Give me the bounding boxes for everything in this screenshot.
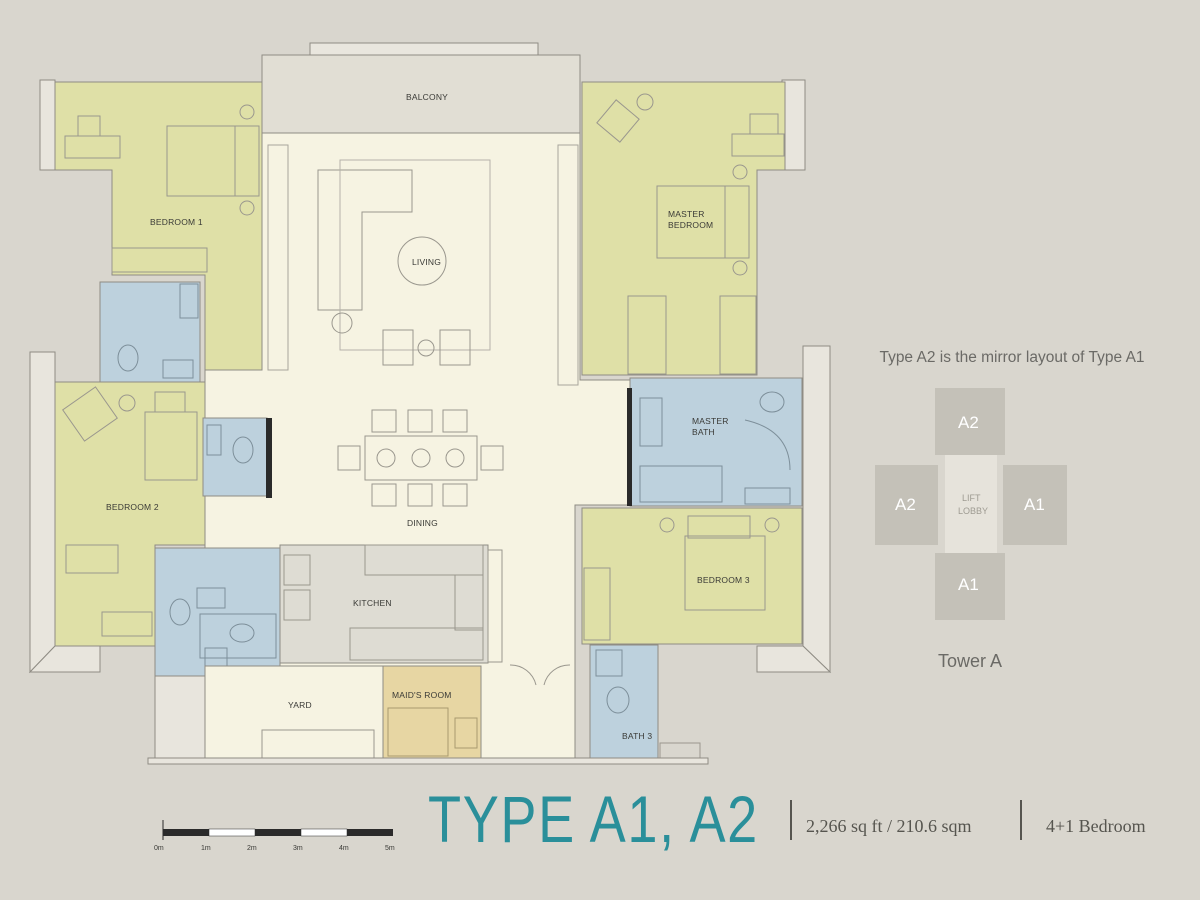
unit-bedrooms: 4+1 Bedroom [1046,816,1146,836]
key-label-top: A2 [958,413,979,432]
balcony-zone: BALCONY [261,42,581,134]
scale-label-1: 1m [201,845,211,852]
side-wings [28,79,832,674]
scale-label-2: 2m [247,845,257,852]
key-label-left: A2 [895,495,916,514]
key-plan-note: Type A2 is the mirror layout of Type A1 [879,349,1145,366]
master-bath-zone: MASTER BATH [627,377,803,507]
spec-divider-1 [790,800,792,840]
unit-type-title: TYPE A1, A2 [428,782,759,856]
room-label-master-bath-l2: BATH [692,427,715,437]
room-label-master-bedroom-l1: MASTER [668,209,705,219]
key-label-lift: LIFT [962,493,981,503]
room-label-living: LIVING [412,257,441,267]
room-label-yard: YARD [288,700,312,710]
room-label-dining: DINING [407,518,438,528]
key-plan: A2 A2 A1 A1 LIFT LOBBY [875,388,1067,620]
room-label-master-bedroom-l2: BEDROOM [668,220,713,230]
key-label-right: A1 [1024,495,1045,514]
key-label-bottom: A1 [958,575,979,594]
powder-room-zone [202,417,272,498]
bedroom-3-zone: BEDROOM 3 [581,507,803,645]
unit-area: 2,266 sq ft / 210.6 sqm [806,816,972,836]
scale-label-4: 4m [339,845,349,852]
bath-1-zone [99,281,201,383]
scale-bar: 0m 1m 2m 3m 4m 5m [154,820,395,852]
service-edges [147,675,709,765]
room-label-bath-3: BATH 3 [622,731,652,741]
room-label-bedroom-3: BEDROOM 3 [697,575,750,585]
room-label-maids-room: MAID'S ROOM [392,690,452,700]
room-label-balcony: BALCONY [406,92,448,102]
key-label-lobby: LOBBY [958,506,988,516]
bath-3-zone: BATH 3 [589,644,701,764]
yard-zone: YARD [204,665,384,761]
scale-label-5: 5m [385,845,395,852]
room-label-kitchen: KITCHEN [353,598,392,608]
master-bedroom-zone: MASTER BEDROOM [581,81,786,376]
dining-table [337,409,504,507]
maids-room-zone: MAID'S ROOM [382,665,482,761]
scale-label-3: 3m [293,845,303,852]
room-label-bedroom-2: BEDROOM 2 [106,502,159,512]
bedroom-1-zone: BEDROOM 1 [54,81,263,371]
kitchen-zone: KITCHEN [279,544,503,664]
scale-label-0: 0m [154,845,164,852]
tower-name: Tower A [937,651,1003,671]
entrance-door [509,664,571,686]
bath-2-zone [154,547,281,677]
room-label-master-bath-l1: MASTER [692,416,729,426]
spec-divider-2 [1020,800,1022,840]
room-label-bedroom-1: BEDROOM 1 [150,217,203,227]
bedroom-2-zone: BEDROOM 2 [54,381,206,647]
